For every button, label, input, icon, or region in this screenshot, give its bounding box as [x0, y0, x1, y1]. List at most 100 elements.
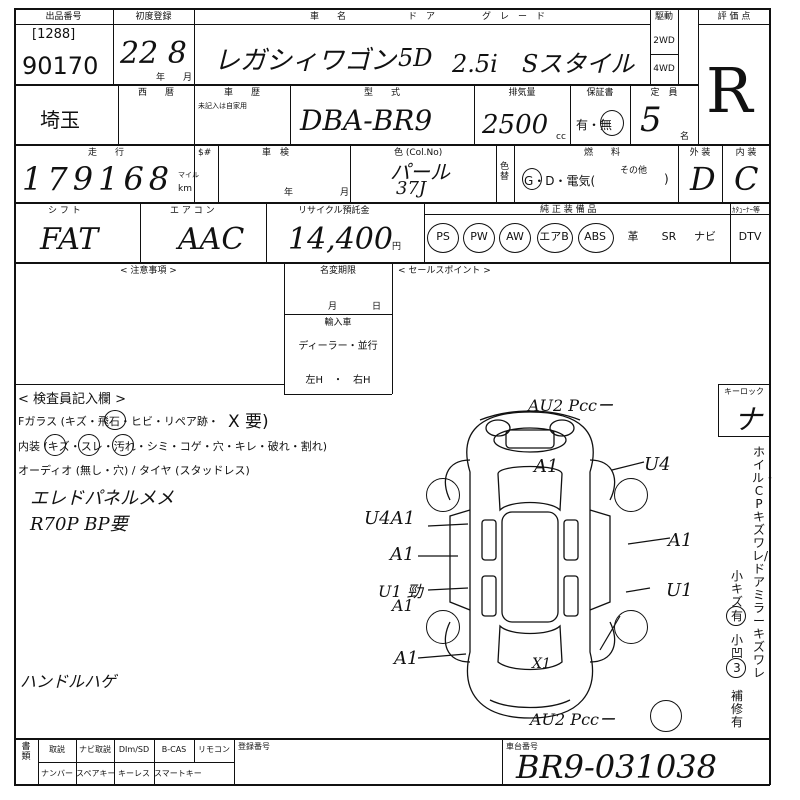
insp-year-unit: 年	[284, 188, 294, 198]
capacity-label: 定 員	[650, 88, 678, 98]
sales-label: < セールスポイント >	[398, 266, 491, 276]
wheel-rear-right	[614, 610, 648, 644]
door-value: 5D	[398, 44, 433, 72]
drive-4wd: 4WD	[653, 64, 675, 74]
name-change-month: 月	[328, 302, 338, 312]
import-dealer: ディーラー・並行	[298, 341, 378, 352]
mileage-value: 179168	[22, 160, 175, 198]
sd-label: $#	[198, 148, 212, 158]
car-name-label: 車 名	[310, 12, 347, 22]
small-dent: 小凹	[730, 633, 743, 660]
km-unit: km	[178, 184, 192, 194]
ac-value: AAC	[178, 222, 245, 257]
mark-bottom: AU2 Pccー	[530, 710, 615, 729]
color-change-label: 色替	[500, 162, 510, 182]
doc-col-label: 書類	[21, 742, 31, 762]
int-circle-1	[44, 434, 66, 456]
model-label: 型 式	[363, 88, 400, 98]
drive-2wd: 2WD	[653, 36, 675, 46]
wheel-front-right	[614, 478, 648, 512]
wheel-rear-left	[426, 610, 460, 644]
mark-u1-right: U1	[666, 580, 693, 601]
drive-label: 駆動	[654, 12, 673, 22]
small-scratch-circle	[726, 606, 746, 626]
exterior-label: 外 装	[689, 148, 711, 158]
abs-circle	[578, 223, 614, 253]
year-unit: 年	[156, 73, 166, 83]
mark-top: AU2 Pccー	[528, 396, 613, 415]
small-scratch: 小キズ	[730, 569, 743, 609]
mark-a1-right: A1	[668, 530, 693, 551]
mark-a1-left-2: A1	[392, 596, 414, 615]
recycle-unit: 円	[392, 242, 402, 252]
aw-circle	[499, 223, 531, 253]
doc-smart-key: スマートキー	[154, 769, 202, 778]
tuner-label: ｶﾀｭｰﾅｰ等	[732, 206, 760, 214]
first-reg-label: 初度登録	[135, 12, 172, 22]
month-unit: 月	[183, 73, 193, 83]
mark-a1-roof: A1	[534, 456, 559, 477]
warranty-label: 保証書	[586, 88, 614, 98]
mile-unit: マイル	[178, 171, 199, 179]
lot-sub-number: [1288]	[32, 27, 76, 42]
score-label: 評 価 点	[717, 12, 751, 22]
fuel-label: 燃 料	[584, 148, 621, 158]
score-value: R	[706, 54, 753, 127]
wheel-front-left	[426, 478, 460, 512]
mileage-label: 走 行	[88, 148, 125, 158]
hand-note-3: ハンドルハゲ	[20, 672, 117, 691]
history-note: 未記入は自家用	[198, 102, 247, 110]
doc-navi-manual: ナビ取説	[79, 745, 111, 754]
dent-circle	[726, 658, 746, 678]
handle-side: 左H ・ 右H	[305, 375, 371, 386]
cc-unit: cc	[556, 132, 566, 142]
warranty-circle	[600, 110, 624, 136]
spare-wheel	[650, 700, 682, 732]
shift-value: FAT	[40, 222, 99, 257]
displacement-label: 排気量	[508, 88, 536, 98]
fglass-circle	[104, 410, 126, 430]
doc-number-plate: ナンバー	[41, 769, 73, 778]
mark-x1-center: X1	[532, 656, 551, 672]
mark-u4-right: U4	[644, 454, 671, 475]
interior-value: C	[734, 160, 759, 198]
fuel-other: その他	[620, 166, 648, 176]
capacity-value: 5	[640, 100, 662, 140]
airbag-circle	[537, 223, 573, 253]
repair: 補修有	[730, 689, 743, 729]
int-circle-2	[78, 434, 100, 456]
ac-label: エ ア コ ン	[170, 206, 215, 216]
exterior-value: D	[690, 160, 716, 198]
fuel-circle	[522, 168, 542, 190]
model-value: DBA-BR9	[300, 104, 433, 137]
grade-value: 2.5i Sスタイル	[452, 50, 635, 78]
int-circle-3	[112, 434, 134, 456]
reg-number-label: 登録番号	[238, 742, 270, 751]
mark-a1-left-3: A1	[394, 648, 419, 669]
first-reg-value: 22 8	[120, 36, 187, 71]
pw-circle	[463, 223, 495, 253]
door-label: ド ア	[408, 12, 436, 22]
insp-month-unit: 月	[340, 188, 350, 198]
doc-bcas: B-CAS	[161, 745, 187, 754]
caution-label: < 注意事項 >	[120, 266, 177, 276]
equipment-sr: SR	[661, 230, 677, 243]
damage-leader-lines	[417, 461, 671, 659]
keylock-label: キーロック	[724, 387, 764, 396]
displacement-value: 2500	[482, 110, 549, 140]
equipment-label: 純 正 装 備 品	[540, 205, 597, 215]
interior-label: 内 装	[735, 148, 757, 158]
import-label: 輸入車	[324, 318, 352, 328]
audio-line: オーディオ (無し・穴) / タイヤ (スタッドレス)	[18, 464, 250, 477]
car-diagram	[444, 410, 616, 719]
equipment-navi: ナビ	[694, 230, 716, 243]
chassis-value: BR9-031038	[516, 748, 717, 786]
fglass-x: X 要)	[228, 412, 269, 432]
equipment-leather: 革	[627, 230, 639, 243]
lot-number: 90170	[22, 52, 99, 80]
color-code: 37J	[396, 178, 427, 199]
mark-u1-left: U1 勁	[378, 582, 423, 601]
recycle-value: 14,400	[288, 222, 393, 257]
person-unit: 名	[680, 132, 690, 142]
doc-spare-key: スペアキー	[76, 769, 116, 778]
